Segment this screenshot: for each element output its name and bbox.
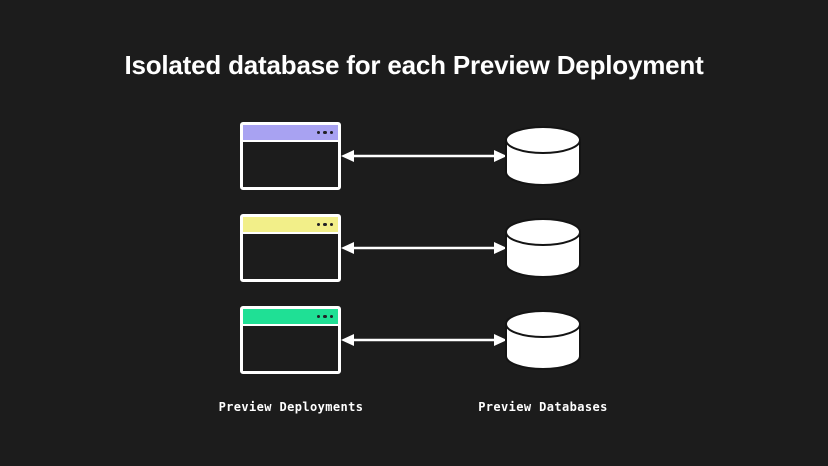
preview-database-icon-1[interactable] [504,126,582,186]
window-dot-icon [316,314,320,319]
window-dot-icon [329,314,333,319]
window-dot-icon [323,130,327,135]
preview-databases-label: Preview Databases [478,400,608,414]
deployment-database-pair [0,214,828,306]
preview-database-icon-2[interactable] [504,218,582,278]
deployment-database-pair [0,122,828,214]
window-controls [316,222,333,227]
window-content-area [243,324,338,371]
preview-deployment-window-2[interactable] [240,214,341,282]
window-dot-icon [316,222,320,227]
window-content-area [243,232,338,279]
window-dot-icon [316,130,320,135]
window-content-area [243,140,338,187]
window-dot-icon [329,130,333,135]
preview-deployment-window-1[interactable] [240,122,341,190]
window-title-bar [243,309,338,324]
preview-deployments-label: Preview Deployments [218,400,364,414]
preview-deployment-window-3[interactable] [240,306,341,374]
preview-database-icon-3[interactable] [504,310,582,370]
window-controls [316,314,333,319]
window-title-bar [243,217,338,232]
window-dot-icon [329,222,333,227]
window-dot-icon [323,222,327,227]
window-controls [316,130,333,135]
window-title-bar [243,125,338,140]
window-dot-icon [323,314,327,319]
bidirectional-arrow-icon [341,332,507,348]
bidirectional-arrow-icon [341,240,507,256]
page-title: Isolated database for each Preview Deplo… [124,50,704,80]
bidirectional-arrow-icon [341,148,507,164]
deployment-database-pair [0,306,828,398]
